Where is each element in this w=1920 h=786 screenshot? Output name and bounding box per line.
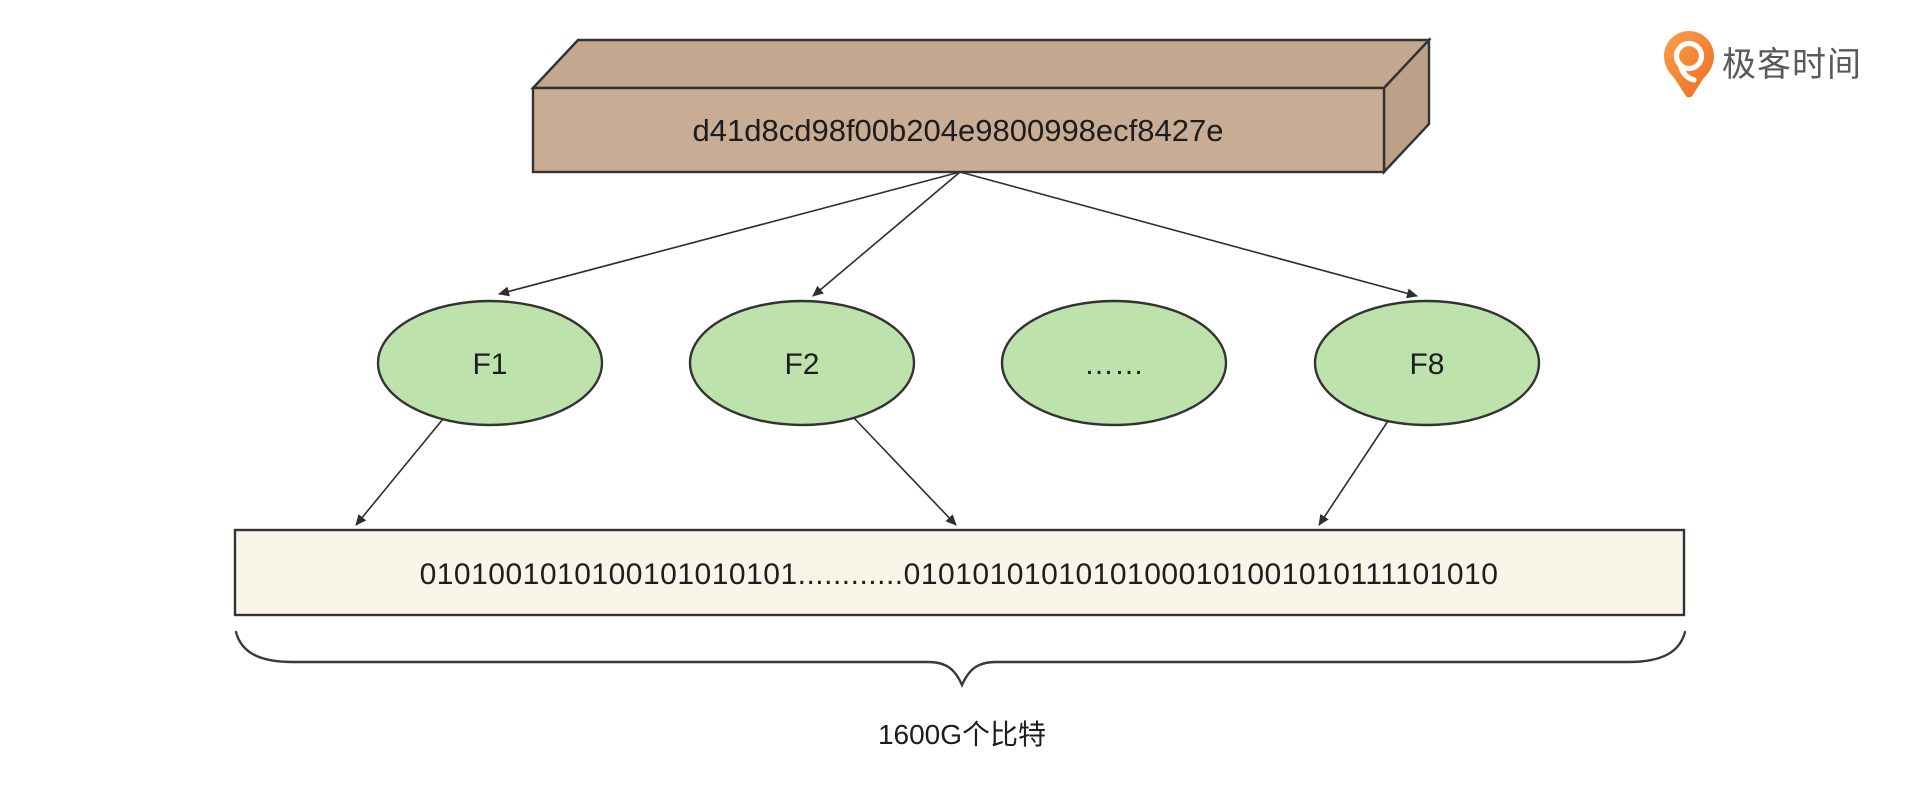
hash-to-node-arrows [498,171,1418,299]
arrow-f8-to-bits [1318,420,1389,526]
arrow-f2-to-bits [853,417,957,526]
geektime-logo: 极客时间 [1664,31,1862,98]
arrow-hash-to-f8 [959,171,1418,299]
brace [234,630,1687,688]
brace-caption: 1600G个比特 [878,719,1046,750]
node-f1-label: F1 [472,348,507,381]
hash-box-top-face [530,38,1432,90]
geektime-ring-icon [1673,40,1705,72]
bitstring-box: 0101001010100101010101............010101… [233,528,1686,617]
node-f8 [1313,299,1541,427]
node-ellipsis [1000,299,1228,427]
geektime-hook-icon [1677,61,1697,83]
function-nodes: F1 F2 …… F8 [376,299,1541,427]
hash-box-front-face [531,86,1386,174]
arrow-f1-to-bits [355,418,444,526]
bitstring-rect [233,528,1686,617]
node-to-bits-arrows [355,417,1389,526]
geektime-wordmark: 极客时间 [1722,46,1862,84]
node-f8-label: F8 [1409,348,1444,381]
node-f1 [376,299,604,427]
hash-box-label: d41d8cd98f00b204e9800998ecf8427e [693,113,1224,148]
arrow-hash-to-f2 [812,171,961,297]
hash-box: d41d8cd98f00b204e9800998ecf8427e [530,36,1432,176]
node-f2-label: F2 [784,348,819,381]
node-f2 [688,299,916,427]
node-ellipsis-label: …… [1084,348,1144,381]
arrow-hash-to-f1 [498,171,961,297]
bitstring-label: 0101001010100101010101............010101… [420,558,1499,591]
brace-group: 1600G个比特 [234,630,1687,750]
